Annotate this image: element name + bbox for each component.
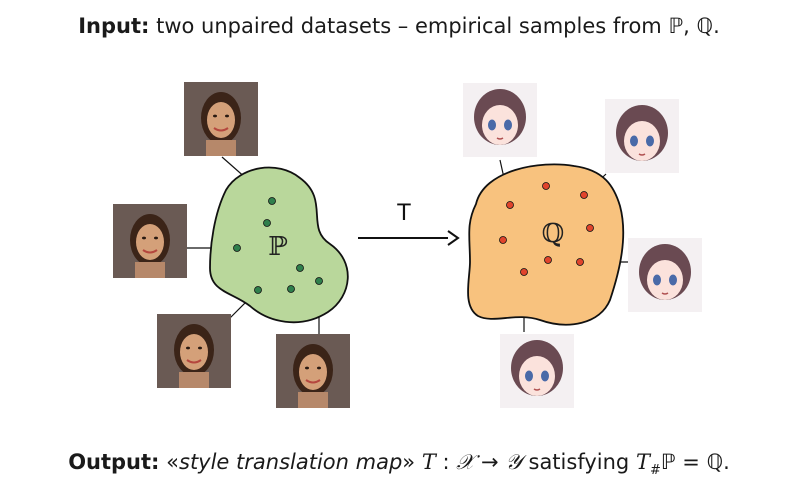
sample-dot [499, 236, 507, 244]
q-symbol: ℚ [706, 450, 724, 474]
arrowhead-icon [447, 230, 460, 246]
output-label: Output: [68, 450, 160, 474]
period: . [723, 450, 730, 474]
output-phrase: style translation map [179, 450, 403, 474]
source-image [156, 313, 232, 389]
sample-dot [287, 285, 295, 293]
p-label: ℙ [268, 232, 288, 262]
input-text: two unpaired datasets – empirical sample… [156, 14, 662, 38]
map-symbol: T [421, 450, 436, 474]
input-label: Input: [78, 14, 150, 38]
sample-dot [586, 224, 594, 232]
source-distribution-blob [209, 166, 349, 324]
equals-symbol: = [682, 450, 700, 474]
period: . [713, 14, 720, 38]
sample-dot [315, 277, 323, 285]
quote-open: « [166, 450, 179, 474]
sample-dot [254, 286, 262, 294]
sample-dot [263, 219, 271, 227]
p-symbol: ℙ [660, 450, 676, 474]
sample-dot [506, 201, 514, 209]
source-image [275, 333, 351, 409]
sample-dot [576, 258, 584, 266]
arrow-label: T [396, 201, 411, 226]
target-image [604, 98, 680, 174]
sample-dot [580, 191, 588, 199]
sample-dot [544, 256, 552, 264]
sample-dot [233, 244, 241, 252]
output-description: Output: «style translation map» T : 𝒳 → … [0, 450, 798, 478]
sample-dot [520, 268, 528, 276]
codomain-symbol: 𝒴 [505, 450, 522, 474]
input-description: Input: two unpaired datasets – empirical… [0, 14, 798, 38]
set-p-symbol: ℙ [668, 14, 684, 38]
colon: : [442, 450, 450, 474]
sample-dot [296, 264, 304, 272]
sample-dot [542, 182, 550, 190]
arrow-symbol: → [481, 450, 499, 474]
target-image [627, 237, 703, 313]
set-q-symbol: ℚ [696, 14, 714, 38]
sample-dot [268, 197, 276, 205]
target-image [499, 333, 575, 409]
comma: , [683, 14, 690, 38]
target-image [462, 82, 538, 158]
source-image [183, 81, 259, 157]
pushforward-subscript: # [649, 463, 661, 479]
source-image [112, 203, 188, 279]
satisfying-text: satisfying [528, 450, 630, 474]
domain-symbol: 𝒳 [456, 450, 475, 474]
pushforward-symbol: T [635, 450, 650, 474]
quote-close: » [402, 450, 416, 474]
q-label: ℚ [542, 219, 565, 249]
